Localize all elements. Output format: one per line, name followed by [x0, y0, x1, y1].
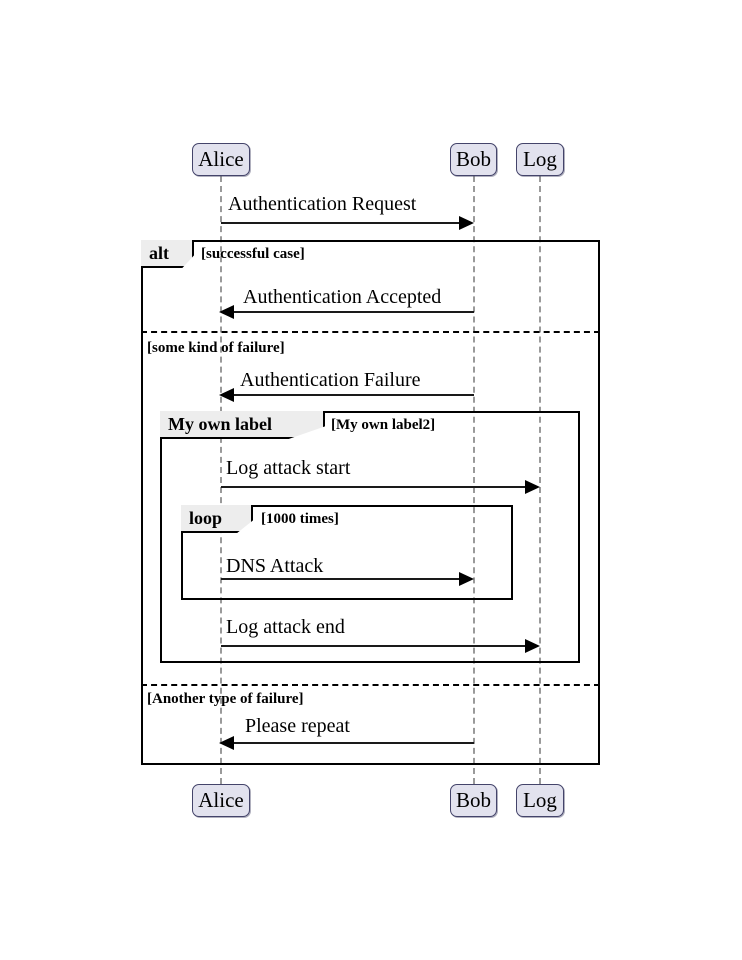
- message-label-authentication-failure: Authentication Failure: [240, 369, 421, 391]
- participant-alice-bottom-label: Alice: [198, 788, 244, 812]
- arrow-head-authentication-request: [459, 216, 474, 230]
- fragment-alt-guard-3: [Another type of failure]: [147, 691, 304, 707]
- participant-alice-top-label: Alice: [198, 147, 244, 171]
- participant-log-bottom[interactable]: Log: [516, 784, 564, 817]
- message-line-log-attack-end: [221, 645, 532, 647]
- participant-bob-bottom-label: Bob: [455, 788, 491, 812]
- arrow-head-please-repeat: [219, 736, 234, 750]
- message-line-authentication-request: [221, 222, 466, 224]
- message-label-authentication-accepted: Authentication Accepted: [243, 286, 442, 308]
- fragment-loop-guard: [1000 times]: [261, 511, 339, 527]
- message-label-dns-attack: DNS Attack: [226, 555, 324, 577]
- message-line-authentication-failure: [232, 394, 474, 396]
- fragment-alt: [141, 240, 600, 765]
- message-label-log-attack-start: Log attack start: [226, 457, 351, 479]
- message-line-dns-attack: [221, 578, 466, 580]
- fragment-alt-guard-2: [some kind of failure]: [147, 340, 285, 356]
- message-label-authentication-request: Authentication Request: [228, 193, 417, 215]
- participant-bob-top[interactable]: Bob: [450, 143, 497, 176]
- participant-alice-top[interactable]: Alice: [192, 143, 250, 176]
- lifeline-bob: [473, 176, 475, 784]
- participant-bob-bottom[interactable]: Bob: [450, 784, 497, 817]
- participant-log-bottom-label: Log: [523, 788, 557, 812]
- fragment-my-own-label: [160, 411, 580, 663]
- message-line-log-attack-start: [221, 486, 532, 488]
- fragment-my-own-label-operator: My own label: [160, 411, 325, 439]
- arrow-head-authentication-accepted: [219, 305, 234, 319]
- lifeline-log: [539, 176, 541, 784]
- fragment-my-own-label-operator-label: My own label: [168, 414, 273, 434]
- participant-alice-bottom[interactable]: Alice: [192, 784, 250, 817]
- message-label-please-repeat: Please repeat: [245, 715, 350, 737]
- fragment-alt-operator-label: alt: [149, 243, 169, 263]
- participant-log-top-label: Log: [523, 147, 557, 171]
- participant-bob-top-label: Bob: [455, 147, 491, 171]
- alt-divider-1: [141, 331, 600, 333]
- fragment-my-own-label-guard: [My own label2]: [331, 417, 436, 433]
- participant-log-top[interactable]: Log: [516, 143, 564, 176]
- fragment-alt-guard-1: [successful case]: [201, 246, 305, 262]
- lifeline-alice: [220, 176, 222, 784]
- alt-divider-2: [141, 684, 600, 686]
- fragment-alt-operator: alt: [141, 240, 194, 268]
- fragment-loop: [181, 505, 513, 600]
- arrow-head-dns-attack: [459, 572, 474, 586]
- fragment-loop-operator-label: loop: [189, 508, 223, 528]
- fragment-loop-operator: loop: [181, 505, 253, 533]
- arrow-head-authentication-failure: [219, 388, 234, 402]
- message-label-log-attack-end: Log attack end: [226, 616, 345, 638]
- arrow-head-log-attack-end: [525, 639, 540, 653]
- arrow-head-log-attack-start: [525, 480, 540, 494]
- message-line-authentication-accepted: [232, 311, 474, 313]
- message-line-please-repeat: [232, 742, 474, 744]
